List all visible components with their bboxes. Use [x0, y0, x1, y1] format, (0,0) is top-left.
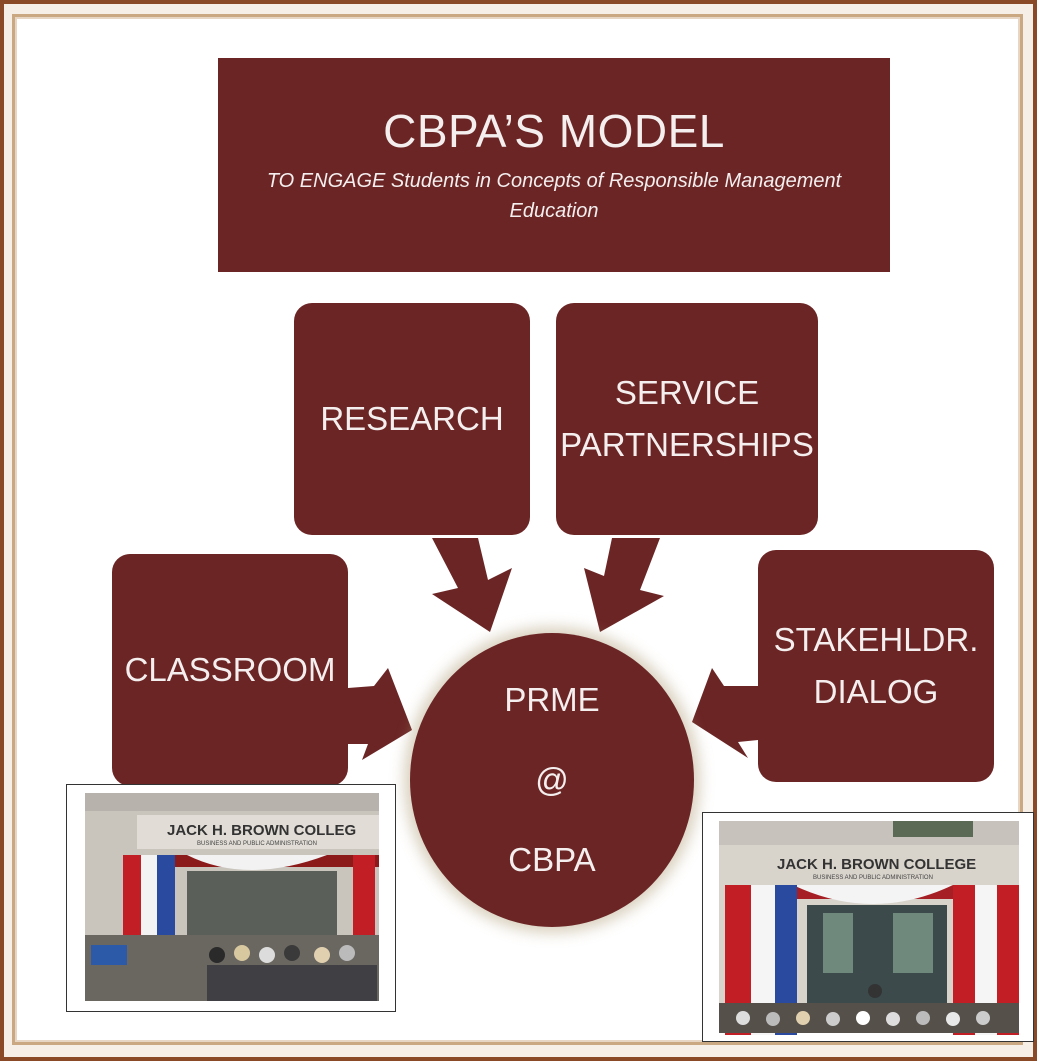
classroom-box: CLASSROOM: [112, 554, 348, 786]
left-ceremony-photo: JACK H. BROWN COLLEG BUSINESS AND PUBLIC…: [66, 784, 396, 1012]
right-ceremony-photo: JACK H. BROWN COLLEGE BUSINESS AND PUBLI…: [702, 812, 1034, 1042]
model-title-box: CBPA’S MODEL TO ENGAGE Students in Conce…: [218, 58, 890, 272]
right-photo-image: JACK H. BROWN COLLEGE BUSINESS AND PUBLI…: [703, 813, 1033, 1041]
left-sign-text: JACK H. BROWN COLLEG: [167, 822, 356, 839]
research-arrow: [432, 538, 512, 632]
model-title: CBPA’S MODEL: [383, 105, 725, 157]
classroom-label: CLASSROOM: [124, 651, 336, 688]
right-sign-text: JACK H. BROWN COLLEGE: [777, 856, 976, 873]
left-sign-subtext: BUSINESS AND PUBLIC ADMINISTRATION: [197, 841, 317, 847]
research-label: RESEARCH: [320, 400, 504, 437]
classroom-arrow: [348, 668, 412, 760]
service-partnerships-label: SERVICE PARTNERSHIPS: [560, 374, 814, 463]
stakeholder-dialog-label: STAKEHLDR. DIALOG: [773, 621, 979, 710]
center-line-2: @: [535, 761, 569, 798]
service-partnerships-box: SERVICE PARTNERSHIPS: [556, 303, 818, 535]
stakeholder-arrow: [692, 668, 758, 758]
research-box: RESEARCH: [294, 303, 530, 535]
right-sign-subtext: BUSINESS AND PUBLIC ADMINISTRATION: [813, 875, 933, 881]
prme-center-circle: PRME @ CBPA: [410, 633, 694, 927]
service-arrow: [584, 538, 664, 632]
center-line-3: CBPA: [508, 841, 596, 878]
stakeholder-dialog-box: STAKEHLDR. DIALOG: [758, 550, 994, 782]
center-line-1: PRME: [504, 681, 600, 718]
model-subtitle: TO ENGAGE Students in Concepts of Respon…: [266, 170, 842, 222]
left-photo-image: JACK H. BROWN COLLEG BUSINESS AND PUBLIC…: [67, 785, 395, 1011]
